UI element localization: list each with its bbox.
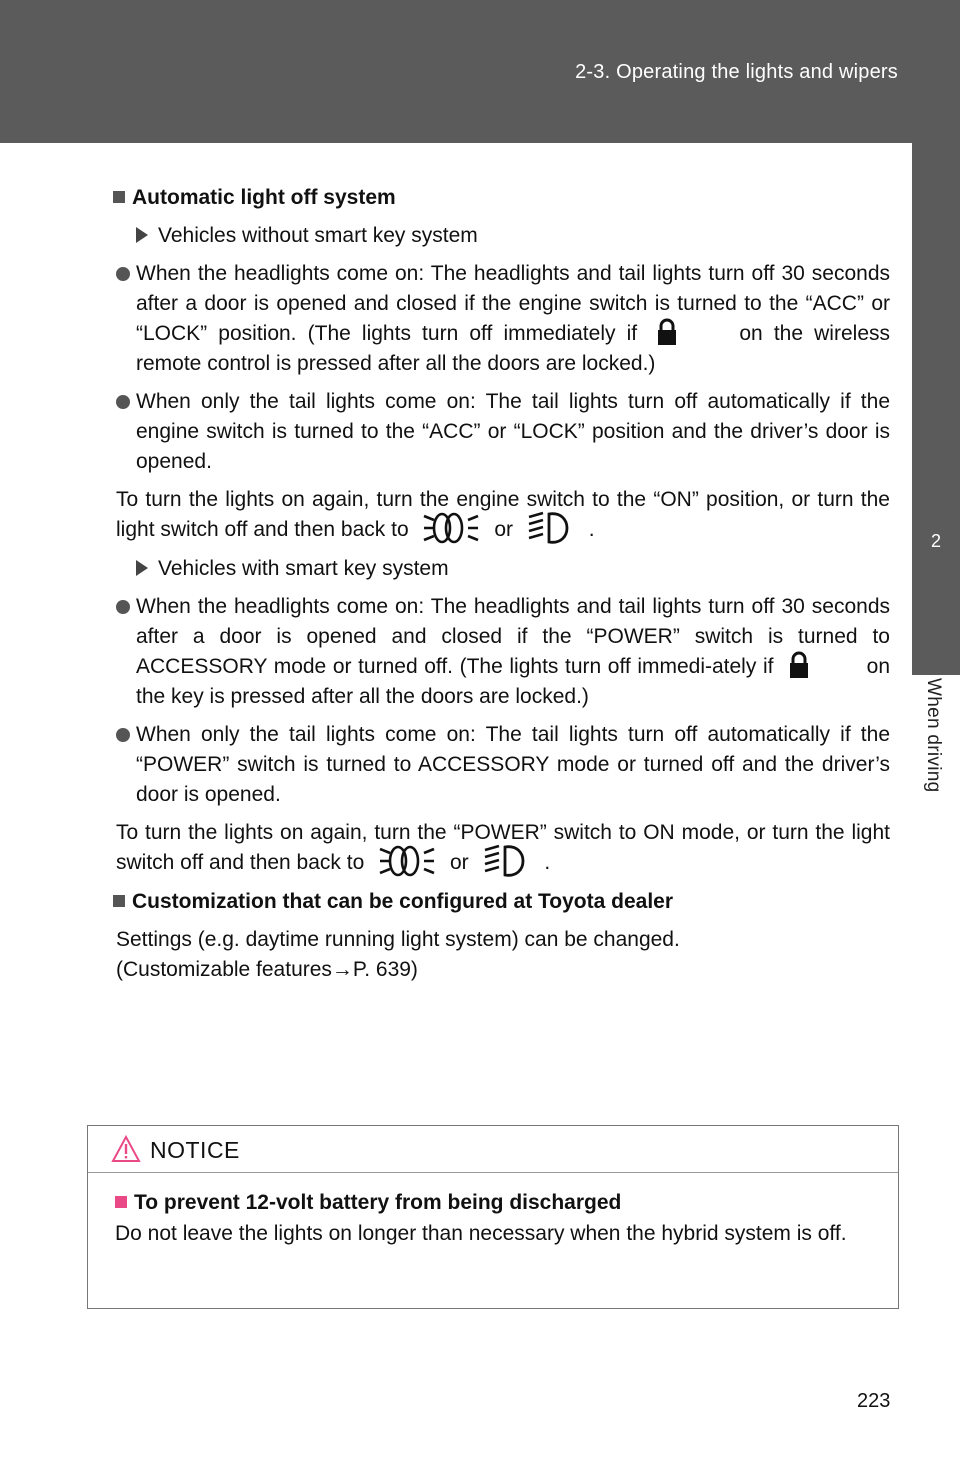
bullet-tail-lights-without-key: When only the tail lights come on: The t… xyxy=(116,387,890,477)
notice-heading: To prevent 12-volt battery from being di… xyxy=(115,1187,888,1218)
lock-icon xyxy=(790,651,809,678)
main-content: Automatic light off system Vehicles with… xyxy=(113,183,890,985)
circle-bullet-icon xyxy=(116,267,130,281)
bullet-headlights-with-key: When the headlights come on: The headlig… xyxy=(116,592,890,712)
square-bullet-icon xyxy=(113,191,125,203)
notice-text: Do not leave the lights on longer than n… xyxy=(115,1222,847,1245)
subheading-with-smart-key: Vehicles with smart key system xyxy=(136,554,890,584)
customization-line-1: Settings (e.g. daytime running light sys… xyxy=(116,927,680,951)
chapter-side-tab: 2 When driving xyxy=(912,143,960,1363)
paragraph-turn-lights-on-b: To turn the lights on again, turn the “P… xyxy=(116,818,890,878)
tail-light-icon xyxy=(424,512,479,544)
notice-title: NOTICE xyxy=(150,1137,240,1163)
section-heading-customization: Customization that can be configured at … xyxy=(113,887,890,917)
bullet-tail-lights-with-key: When only the tail lights come on: The t… xyxy=(116,720,890,810)
square-bullet-icon xyxy=(113,894,125,907)
circle-bullet-icon xyxy=(116,599,130,614)
page-number: 223 xyxy=(857,1390,891,1412)
triangle-arrow-icon xyxy=(136,559,148,576)
circle-bullet-icon xyxy=(116,728,130,743)
chapter-label: When driving xyxy=(923,678,944,793)
notice-header: NOTICE xyxy=(88,1126,898,1173)
chapter-number: 2 xyxy=(912,517,960,675)
section-heading-auto-light-off: Automatic light off system xyxy=(113,183,890,213)
lock-icon xyxy=(658,318,677,345)
page-header: 2-3. Operating the lights and wipers xyxy=(0,0,960,143)
triangle-arrow-icon xyxy=(136,227,148,243)
square-bullet-icon xyxy=(115,1196,127,1208)
warning-triangle-icon xyxy=(111,1135,141,1162)
notice-body: To prevent 12-volt battery from being di… xyxy=(88,1173,898,1249)
headlight-icon xyxy=(528,511,569,544)
breadcrumb: 2-3. Operating the lights and wipers xyxy=(575,61,898,83)
circle-bullet-icon xyxy=(116,395,130,410)
notice-box: NOTICE To prevent 12-volt battery from b… xyxy=(87,1125,899,1309)
subheading-without-smart-key: Vehicles without smart key system xyxy=(136,221,890,251)
bullet-headlights-without-key: When the headlights come on: The headlig… xyxy=(116,259,890,379)
side-tab-bar xyxy=(912,143,960,519)
paragraph-turn-lights-on-a: To turn the lights on again, turn the en… xyxy=(116,485,890,545)
tail-light-icon xyxy=(379,845,435,877)
headlight-icon xyxy=(484,844,524,877)
customization-line-2: (Customizable features→P. 639) xyxy=(116,957,418,981)
